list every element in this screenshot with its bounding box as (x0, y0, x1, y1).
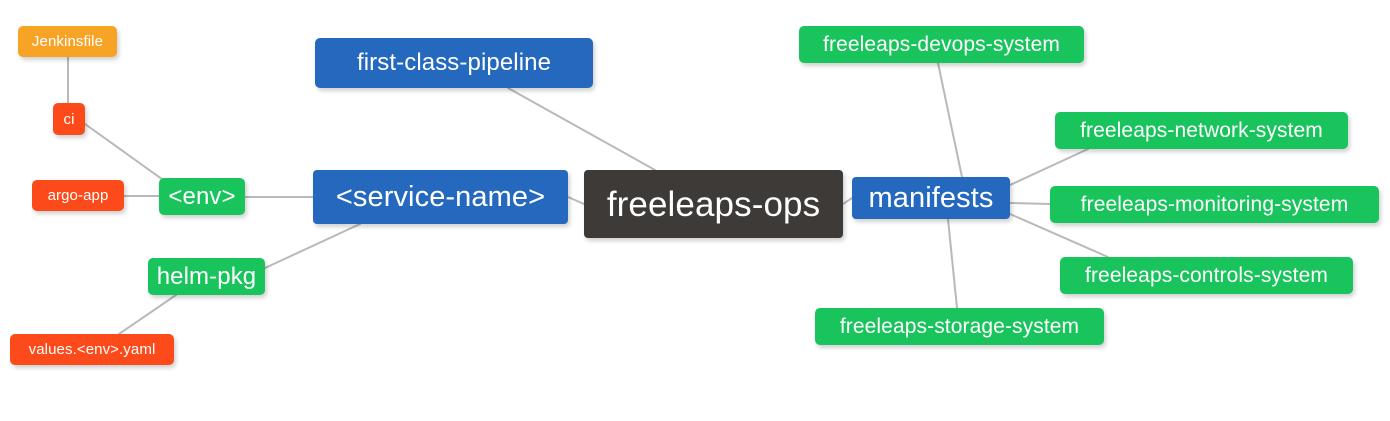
edge-freeleaps-ops-to-service-name (567, 196, 585, 205)
mindmap-node-helm-pkg[interactable]: helm-pkg (148, 258, 265, 295)
mindmap-node-first-class-pipeline[interactable]: first-class-pipeline (315, 38, 593, 88)
mindmap-node-freeleaps-monitoring-system[interactable]: freeleaps-monitoring-system (1050, 186, 1379, 223)
edge-helm-pkg-to-values-env-yaml (118, 294, 177, 335)
edge-manifests-to-freeleaps-network-system (1009, 148, 1089, 186)
edge-freeleaps-ops-to-manifests (842, 197, 853, 205)
mindmap-node-label-first-class-pipeline: first-class-pipeline (356, 49, 552, 76)
mindmap-node-label-freeleaps-ops: freeleaps-ops (606, 184, 821, 224)
edge-env-to-ci (84, 123, 167, 183)
mindmap-node-label-freeleaps-devops-system: freeleaps-devops-system (823, 33, 1060, 56)
mindmap-node-env[interactable]: <env> (159, 178, 245, 215)
mindmap-node-label-manifests: manifests (868, 181, 994, 214)
mindmap-node-freeleaps-devops-system[interactable]: freeleaps-devops-system (799, 26, 1084, 63)
mindmap-node-label-env: <env> (168, 182, 236, 210)
mindmap-node-label-values-env-yaml: values.<env>.yaml (28, 341, 156, 358)
edge-manifests-to-freeleaps-devops-system (937, 62, 963, 178)
mindmap-node-jenkinsfile[interactable]: Jenkinsfile (18, 26, 117, 57)
edge-manifests-to-freeleaps-storage-system (947, 218, 958, 309)
edge-freeleaps-ops-to-first-class-pipeline (507, 87, 656, 171)
mindmap-node-label-freeleaps-monitoring-system: freeleaps-monitoring-system (1080, 193, 1349, 216)
mindmap-node-service-name[interactable]: <service-name> (313, 170, 568, 224)
edge-service-name-to-helm-pkg (264, 223, 361, 269)
mindmap-node-label-freeleaps-storage-system: freeleaps-storage-system (839, 315, 1080, 338)
mindmap-node-label-freeleaps-controls-system: freeleaps-controls-system (1085, 264, 1328, 287)
mindmap-node-label-jenkinsfile: Jenkinsfile (31, 33, 104, 50)
mindmap-node-freeleaps-controls-system[interactable]: freeleaps-controls-system (1060, 257, 1353, 294)
mindmap-node-manifests[interactable]: manifests (852, 177, 1010, 219)
mindmap-node-freeleaps-storage-system[interactable]: freeleaps-storage-system (815, 308, 1104, 345)
mindmap-node-label-ci: ci (63, 110, 75, 128)
mindmap-node-argo-app[interactable]: argo-app (32, 180, 124, 211)
mindmap-node-label-service-name: <service-name> (335, 180, 546, 213)
mindmap-node-label-freeleaps-network-system: freeleaps-network-system (1080, 119, 1323, 142)
mindmap-node-label-argo-app: argo-app (47, 187, 109, 204)
mindmap-node-values-env-yaml[interactable]: values.<env>.yaml (10, 334, 174, 365)
mindmap-node-freeleaps-network-system[interactable]: freeleaps-network-system (1055, 112, 1348, 149)
mindmap-node-freeleaps-ops[interactable]: freeleaps-ops (584, 170, 843, 238)
mindmap-node-ci[interactable]: ci (53, 103, 85, 135)
mindmap-node-label-helm-pkg: helm-pkg (156, 262, 257, 290)
edge-manifests-to-freeleaps-monitoring-system (1009, 202, 1051, 205)
